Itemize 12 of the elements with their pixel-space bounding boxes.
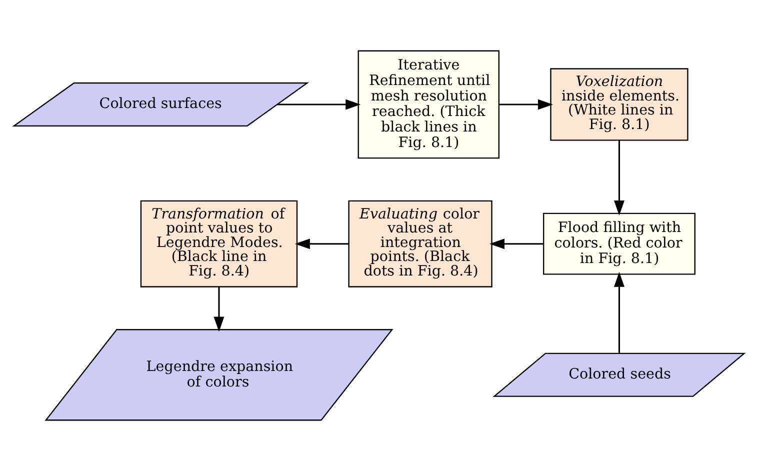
arrow	[613, 271, 624, 353]
arrow	[213, 286, 224, 332]
node-box: Iterative Refinement until mesh resolution reached. (Thick black lines in Fig. 8.1)	[357, 50, 500, 158]
node-box: Voxelization inside elements. (White lines in Fig. 8.1)	[550, 68, 688, 140]
node-box: Evaluating color values at integration points. (Black dots in Fig. 8.4)	[348, 200, 492, 287]
node-box: Transformation of point values to Legendre Modes. (Black line in Fig. 8.4)	[140, 200, 298, 287]
arrow	[498, 98, 552, 110]
arrow	[613, 140, 624, 216]
arrow	[488, 238, 544, 249]
arrow	[294, 238, 348, 249]
node-box: Flood filling with colors. (Red color in Fig. 8.1)	[542, 212, 695, 274]
arrow	[276, 98, 360, 110]
